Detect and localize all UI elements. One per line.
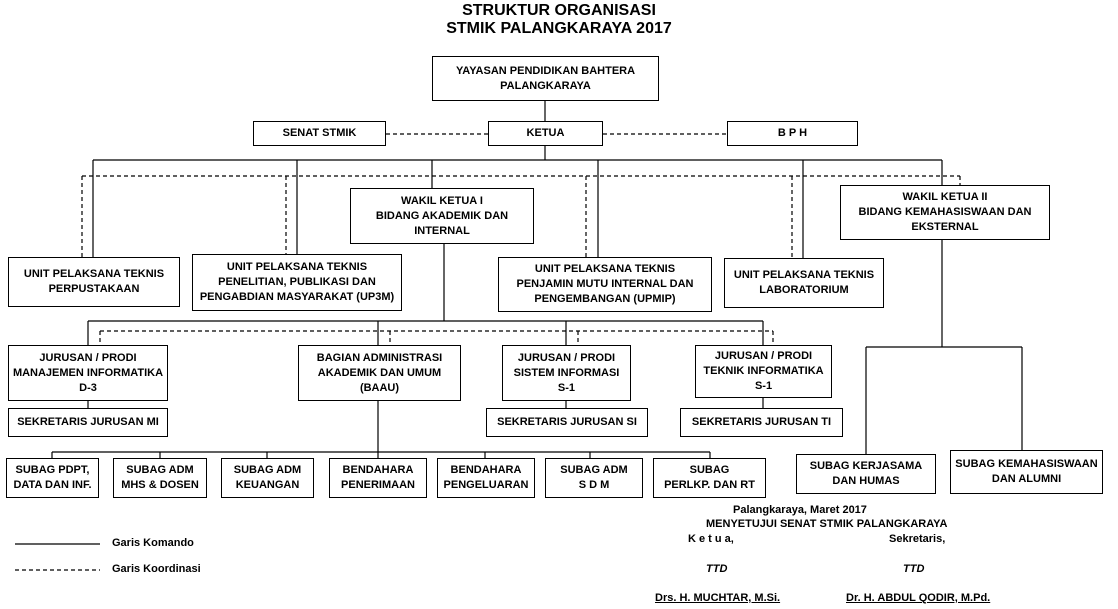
box-upt-upmip: UNIT PELAKSANA TEKNIS PENJAMIN MUTU INTE… (498, 257, 712, 312)
chart-title-line2: STMIK PALANGKARAYA 2017 (446, 20, 672, 37)
box-upt-up3m: UNIT PELAKSANA TEKNIS PENELITIAN, PUBLIK… (192, 254, 402, 311)
signature-role-left: K e t u a, (688, 533, 734, 545)
legend-komando-label: Garis Komando (112, 537, 194, 549)
box-subag-pdpt: SUBAG PDPT, DATA DAN INF. (6, 458, 99, 498)
box-prodi-ti: JURUSAN / PRODI TEKNIK INFORMATIKA S-1 (695, 345, 832, 398)
box-bendahara-pengeluaran: BENDAHARA PENGELUARAN (437, 458, 535, 498)
box-bph: B P H (727, 121, 858, 146)
box-subag-mhs-dosen: SUBAG ADM MHS & DOSEN (113, 458, 207, 498)
box-wakil-ketua-1: WAKIL KETUA I BIDANG AKADEMIK DAN INTERN… (350, 188, 534, 244)
box-subag-perlkp-rt: SUBAG PERLKP. DAN RT (653, 458, 766, 498)
box-prodi-mi: JURUSAN / PRODI MANAJEMEN INFORMATIKA D-… (8, 345, 168, 401)
box-subag-keuangan: SUBAG ADM KEUANGAN (221, 458, 314, 498)
box-subag-kemahasiswaan-alumni: SUBAG KEMAHASISWAAN DAN ALUMNI (950, 450, 1103, 494)
legend-koordinasi-label: Garis Koordinasi (112, 563, 201, 575)
box-baau: BAGIAN ADMINISTRASI AKADEMIK DAN UMUM (B… (298, 345, 461, 401)
box-prodi-si: JURUSAN / PRODI SISTEM INFORMASI S-1 (502, 345, 631, 401)
signature-name-left: Drs. H. MUCHTAR, M.Si. (655, 592, 781, 604)
box-yayasan: YAYASAN PENDIDIKAN BAHTERA PALANGKARAYA (432, 56, 659, 101)
chart-title-line1: STRUKTUR ORGANISASI (462, 2, 656, 19)
box-upt-laboratorium: UNIT PELAKSANA TEKNIS LABORATORIUM (724, 258, 884, 308)
box-sekretaris-ti: SEKRETARIS JURUSAN TI (680, 408, 843, 437)
signature-ttd-right: TTD (903, 563, 925, 575)
signature-role-right: Sekretaris, (889, 533, 946, 545)
signature-place-date: Palangkaraya, Maret 2017 (733, 504, 867, 516)
box-wakil-ketua-2: WAKIL KETUA II BIDANG KEMAHASISWAAN DAN … (840, 185, 1050, 240)
box-ketua: KETUA (488, 121, 603, 146)
box-senat: SENAT STMIK (253, 121, 386, 146)
box-bendahara-penerimaan: BENDAHARA PENERIMAAN (329, 458, 427, 498)
signature-ttd-left: TTD (706, 563, 728, 575)
box-upt-perpustakaan: UNIT PELAKSANA TEKNIS PERPUSTAKAAN (8, 257, 180, 307)
box-sekretaris-mi: SEKRETARIS JURUSAN MI (8, 408, 168, 437)
box-sekretaris-si: SEKRETARIS JURUSAN SI (486, 408, 648, 437)
box-subag-kerjasama-humas: SUBAG KERJASAMA DAN HUMAS (796, 454, 936, 494)
signature-approval: MENYETUJUI SENAT STMIK PALANGKARAYA (706, 518, 948, 530)
box-subag-sdm: SUBAG ADM S D M (545, 458, 643, 498)
signature-name-right: Dr. H. ABDUL QODIR, M.Pd. (846, 592, 991, 604)
